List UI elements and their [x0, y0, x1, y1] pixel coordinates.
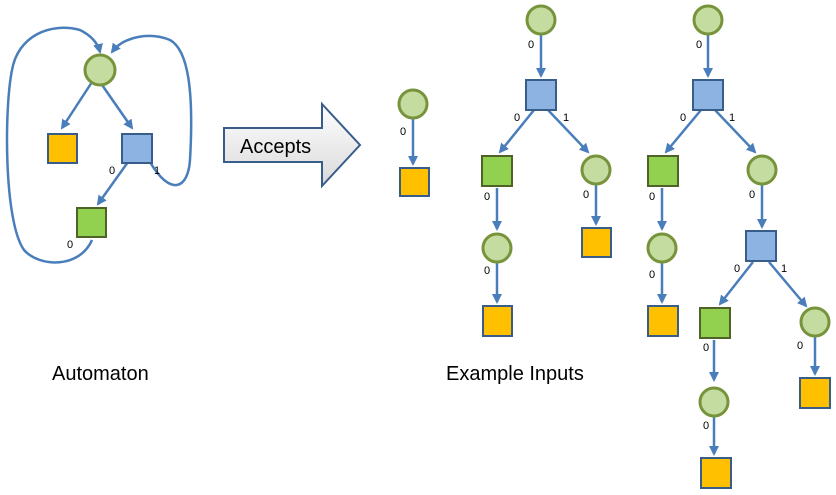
- example-input-1: 0: [397, 88, 430, 197]
- ex3-circle-node-bottom: [698, 386, 730, 418]
- accepts-arrow-label: Accepts: [240, 136, 311, 158]
- ex3-yellow-node-left: [647, 305, 679, 337]
- ex3-circle-node-far-right: [799, 306, 831, 338]
- ex2-label-one-right: 1: [563, 112, 569, 124]
- ex2-edge-blue-right: [547, 109, 590, 154]
- automaton: 0 1 0: [5, 26, 193, 264]
- automaton-blue-node: [121, 133, 153, 164]
- accepts-arrow-shape: [223, 101, 362, 189]
- edge-blue-to-green: [96, 161, 130, 206]
- ex2-yellow-node-right: [581, 227, 612, 258]
- caption-automaton: Automaton: [52, 363, 149, 385]
- automaton-label-one: 1: [154, 165, 160, 177]
- automaton-edges: [5, 26, 193, 264]
- automaton-initial-node: [83, 53, 117, 87]
- ex2-yellow-node-left: [482, 305, 513, 337]
- edge-root-to-blue: [98, 81, 134, 130]
- ex3-yellow-node-far-right: [799, 377, 831, 409]
- ex2-label-zero-root: 0: [528, 39, 534, 51]
- ex3-label-zero-circle-right: 0: [749, 189, 755, 201]
- automaton-green-node: [76, 207, 107, 238]
- ex2-green-node: [481, 155, 513, 187]
- automaton-label-zero-b: 0: [67, 239, 73, 251]
- ex3-label-zero-green-mid: 0: [703, 342, 709, 354]
- ex1-label-zero: 0: [400, 126, 406, 138]
- ex3-label-zero-circle-far-right: 0: [797, 340, 803, 352]
- example-input-2: 0 0 1 0 0 0: [481, 4, 612, 337]
- ex3-label-zero-circle-left: 0: [649, 269, 655, 281]
- edge-green-loop-left: [5, 26, 103, 264]
- example-input-3: 0 0 1 0 0 0 0 1 0 0 0: [646, 4, 831, 489]
- ex3-edge-blue1-right: [714, 109, 757, 154]
- edge-blue-loop-right: [110, 34, 193, 187]
- ex2-label-zero-circle-right: 0: [583, 189, 589, 201]
- ex3-label-zero-blue-mid: 0: [734, 263, 740, 275]
- ex3-blue-node-top: [692, 79, 724, 111]
- ex3-circle-node-right: [746, 154, 778, 186]
- ex3-label-zero-root: 0: [696, 39, 702, 51]
- ex2-edge-blue-left: [498, 109, 535, 154]
- ex3-edge-blue1-left: [664, 109, 702, 154]
- ex3-yellow-node-bottom: [700, 457, 732, 489]
- automaton-yellow-node: [47, 133, 78, 164]
- ex3-initial-node: [692, 4, 724, 36]
- ex2-blue-node: [525, 79, 557, 111]
- ex1-initial-node: [397, 88, 429, 120]
- accepts-arrow: Accepts: [223, 101, 362, 189]
- ex3-label-zero-circle-bottom: 0: [703, 420, 709, 432]
- ex2-circle-node-left: [481, 232, 513, 264]
- ex2-label-zero-green: 0: [484, 191, 490, 203]
- ex3-circle-node-left: [646, 232, 678, 264]
- ex3-label-zero-green-top: 0: [649, 191, 655, 203]
- ex3-edge-blue2-left: [718, 261, 754, 306]
- ex2-initial-node: [525, 4, 557, 36]
- edge-root-to-yellow: [60, 81, 94, 130]
- ex3-green-node-mid: [699, 307, 731, 339]
- ex3-label-zero-left-top: 0: [680, 112, 686, 124]
- ex3-label-one-blue-mid: 1: [781, 263, 787, 275]
- ex2-label-zero-left: 0: [514, 112, 520, 124]
- ex1-yellow-node: [399, 167, 430, 197]
- ex2-label-zero-circle-left: 0: [484, 265, 490, 277]
- ex3-label-one-right-top: 1: [729, 112, 735, 124]
- ex2-circle-node-right: [580, 154, 612, 186]
- automaton-label-zero-a: 0: [109, 165, 115, 177]
- ex3-green-node-top: [647, 155, 679, 187]
- caption-example-inputs: Example Inputs: [446, 363, 584, 385]
- ex3-edge-blue2-right: [768, 261, 808, 308]
- ex3-blue-node-mid: [745, 230, 777, 262]
